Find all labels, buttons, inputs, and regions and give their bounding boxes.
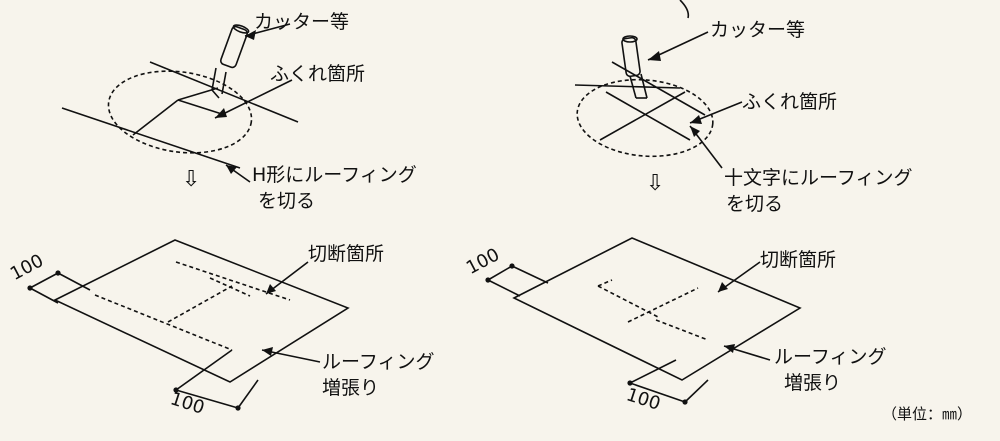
left-roofing-sheet: [53, 239, 350, 383]
left-instruction-label-1: H形にルーフィング: [252, 164, 417, 186]
left-roofing-label-1: ルーフィング: [322, 351, 435, 373]
left-roof-edge-line: [61, 107, 241, 169]
left-cutter-tool: [211, 24, 250, 99]
right-dashed-cut: [627, 287, 699, 323]
right-arrowhead: [690, 115, 702, 124]
right-arrowhead: [718, 282, 728, 292]
right-dim-tick: [511, 265, 549, 284]
left-roofing-label-2: 増張り: [322, 377, 380, 399]
right-dashed-cut: [597, 279, 613, 287]
right-bottom-illustration: [487, 237, 802, 403]
left-dim-line-left: [29, 272, 59, 289]
left-dim-tick: [237, 379, 259, 409]
right-roofing-label-1: ルーフィング: [774, 346, 887, 368]
left-arrowhead: [245, 30, 256, 40]
right-dashed-cut: [655, 319, 709, 341]
left-arrowhead: [266, 284, 276, 294]
left-bulge-leader: [214, 79, 293, 119]
left-instruction-label-2: を切る: [258, 190, 316, 212]
left-arrowhead: [262, 347, 273, 356]
left-dim-tick: [175, 349, 233, 391]
left-bulge-dashed-ellipse: [107, 70, 253, 154]
right-down-arrow-icon: ⇩: [646, 171, 665, 196]
right-cutter-tool: [621, 35, 648, 99]
right-dashed-cut: [597, 285, 661, 319]
right-cutter-label: カッター等: [710, 19, 806, 41]
left-dashed-cut: [175, 261, 291, 301]
right-dim-dot: [509, 263, 515, 269]
right-arrowhead: [690, 126, 700, 137]
right-dim-dot: [485, 277, 491, 283]
left-dashed-cut: [167, 285, 233, 323]
right-cross-cut-line: [599, 91, 686, 141]
right-dim-dot: [682, 399, 688, 405]
right-roofing-label-2: 増張り: [784, 372, 842, 394]
left-dashed-cut: [94, 294, 233, 351]
left-bottom-illustration: [29, 239, 350, 409]
left-dim-dot: [235, 405, 241, 411]
left-down-arrow-icon: ⇩: [182, 167, 201, 192]
right-decoration-curve: [679, 0, 690, 19]
right-cross-cut-line: [605, 91, 691, 141]
right-dim-tick: [684, 379, 709, 403]
left-top-illustration: [61, 23, 299, 183]
left-dim-tick: [57, 272, 91, 291]
right-dim-dot: [627, 380, 633, 386]
left-dim-line-bottom: [175, 389, 239, 409]
left-bulge-label: ふくれ箇所: [270, 63, 366, 85]
right-bulge-label: ふくれ箇所: [742, 91, 838, 113]
right-cut-area-label: 切断箇所: [760, 249, 837, 271]
left-cutter-label: カッター等: [254, 11, 350, 33]
right-instruction-label-2: を切る: [726, 193, 784, 215]
left-h-cut-line: [177, 87, 219, 101]
left-h-cut-line: [132, 99, 179, 136]
left-arrowhead: [226, 165, 237, 174]
right-roof-edge-line-2: [611, 61, 706, 116]
right-arrowhead: [724, 344, 735, 353]
right-roofing-sheet: [512, 237, 802, 381]
right-arrowhead: [648, 51, 661, 61]
unit-note: （単位：㎜）: [882, 405, 973, 423]
left-arrowhead: [215, 108, 227, 118]
left-dashed-cut: [209, 277, 251, 297]
right-dim-tick: [487, 279, 521, 297]
right-dim-tick: [629, 359, 677, 384]
right-roof-edge-line: [574, 84, 681, 89]
left-cut-area-label: 切断箇所: [308, 243, 385, 265]
left-dim-dot: [55, 270, 61, 276]
left-roof-edge-line-2: [149, 61, 299, 123]
left-dim-dot: [27, 285, 33, 291]
right-dim-line-bottom: [629, 382, 686, 403]
left-h-cut-line: [177, 99, 226, 116]
right-instruction-label-1: 十文字にルーフィング: [724, 167, 913, 189]
left-dim-dot: [173, 387, 179, 393]
left-dim-tick: [29, 287, 59, 304]
right-bulge-dashed-ellipse: [576, 78, 714, 158]
right-dim-line-left: [487, 265, 513, 281]
